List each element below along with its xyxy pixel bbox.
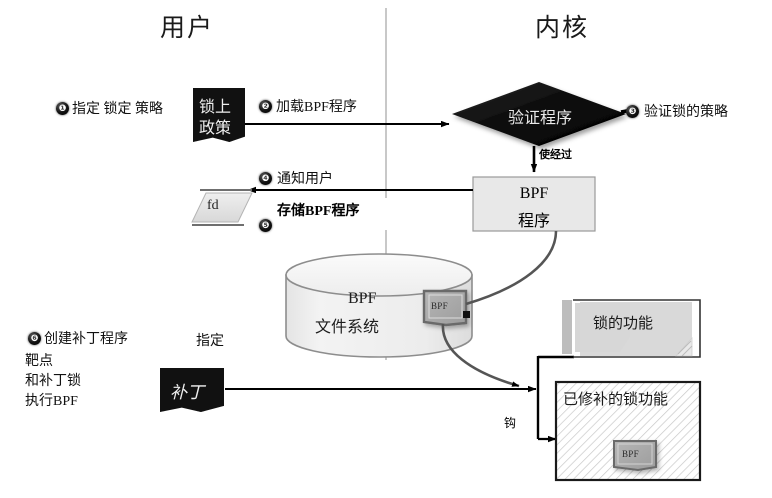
side-note-line1: 靶点 <box>25 354 53 369</box>
patch-node[interactable]: 补丁 <box>160 368 224 412</box>
bpf-program-line1: BPF <box>519 185 549 202</box>
step-1: ❶ 指定 锁定 策略 <box>56 98 163 118</box>
fd-node-label: fd <box>207 198 219 213</box>
bpf-chip-in-filesystem-shape <box>422 289 470 327</box>
verifier-label: 验证程序 <box>507 110 572 127</box>
lock-function-box-shape <box>562 299 701 358</box>
step-4-label: 通知用户 <box>277 172 333 187</box>
lock-policy-node[interactable]: 锁上 政策 <box>193 88 245 142</box>
edge-chip-to-hook <box>441 323 520 388</box>
step-5: ❺ 存储BPF程序 <box>259 200 360 232</box>
edge-bpfprog-to-fs-chip <box>465 230 558 306</box>
step-6-badge: ❻ <box>28 331 41 345</box>
step-3: ❸ 验证锁的策略 <box>626 101 728 121</box>
bpf-chip-patched-label: BPF <box>622 449 639 459</box>
step-3-label: 验证锁的策略 <box>644 105 728 120</box>
fd-shape <box>191 189 253 226</box>
step-4: ❹ 通知用户 <box>259 168 333 188</box>
step-1-badge: ❶ <box>56 101 69 115</box>
side-note-line3: 执行BPF <box>25 394 78 409</box>
bpf-program-box-shape <box>472 176 596 232</box>
patched-lock-function-label: 已修补的锁功能 <box>563 392 669 408</box>
step-1-label: 指定 锁定 策略 <box>72 102 163 117</box>
lock-policy-line2: 政策 <box>199 120 232 137</box>
bpf-program-line2: 程序 <box>517 213 550 230</box>
step-2-label: 加载BPF程序 <box>276 100 357 115</box>
step-2-badge: ❷ <box>259 99 272 113</box>
bpf-program-node[interactable]: BPF 程序 <box>473 177 595 231</box>
step-5-badge: ❺ <box>259 219 272 232</box>
step-6-label: 创建补丁程序 <box>44 332 128 347</box>
lock-policy-line1: 锁上 <box>199 99 232 116</box>
bpf-chip-filesystem-label: BPF <box>431 301 448 311</box>
step-6: ❻ 创建补丁程序 <box>28 328 128 348</box>
step-2: ❷ 加载BPF程序 <box>259 96 357 116</box>
lock-function-label: 锁的功能 <box>593 316 654 332</box>
step-4-badge: ❹ <box>259 171 272 185</box>
edge-label-pass-through: 使经过 <box>539 149 572 161</box>
verifier-diamond-shape <box>452 82 626 146</box>
bpf-chip-in-patched-shape <box>613 440 657 472</box>
step-3-badge: ❸ <box>626 104 639 118</box>
column-title-user: 用户 <box>160 15 215 42</box>
edge-label-hook: 钩 <box>504 416 517 430</box>
bpf-filesystem-line2: 文件系统 <box>315 319 380 336</box>
patch-label: 补丁 <box>170 383 204 402</box>
column-title-kernel: 内核 <box>535 15 590 42</box>
edge-label-specify: 指定 <box>196 334 224 349</box>
side-note-line2: 和补丁锁 <box>25 374 81 389</box>
step-5-label: 存储BPF程序 <box>277 204 360 219</box>
bpf-filesystem-line1: BPF <box>348 290 377 307</box>
